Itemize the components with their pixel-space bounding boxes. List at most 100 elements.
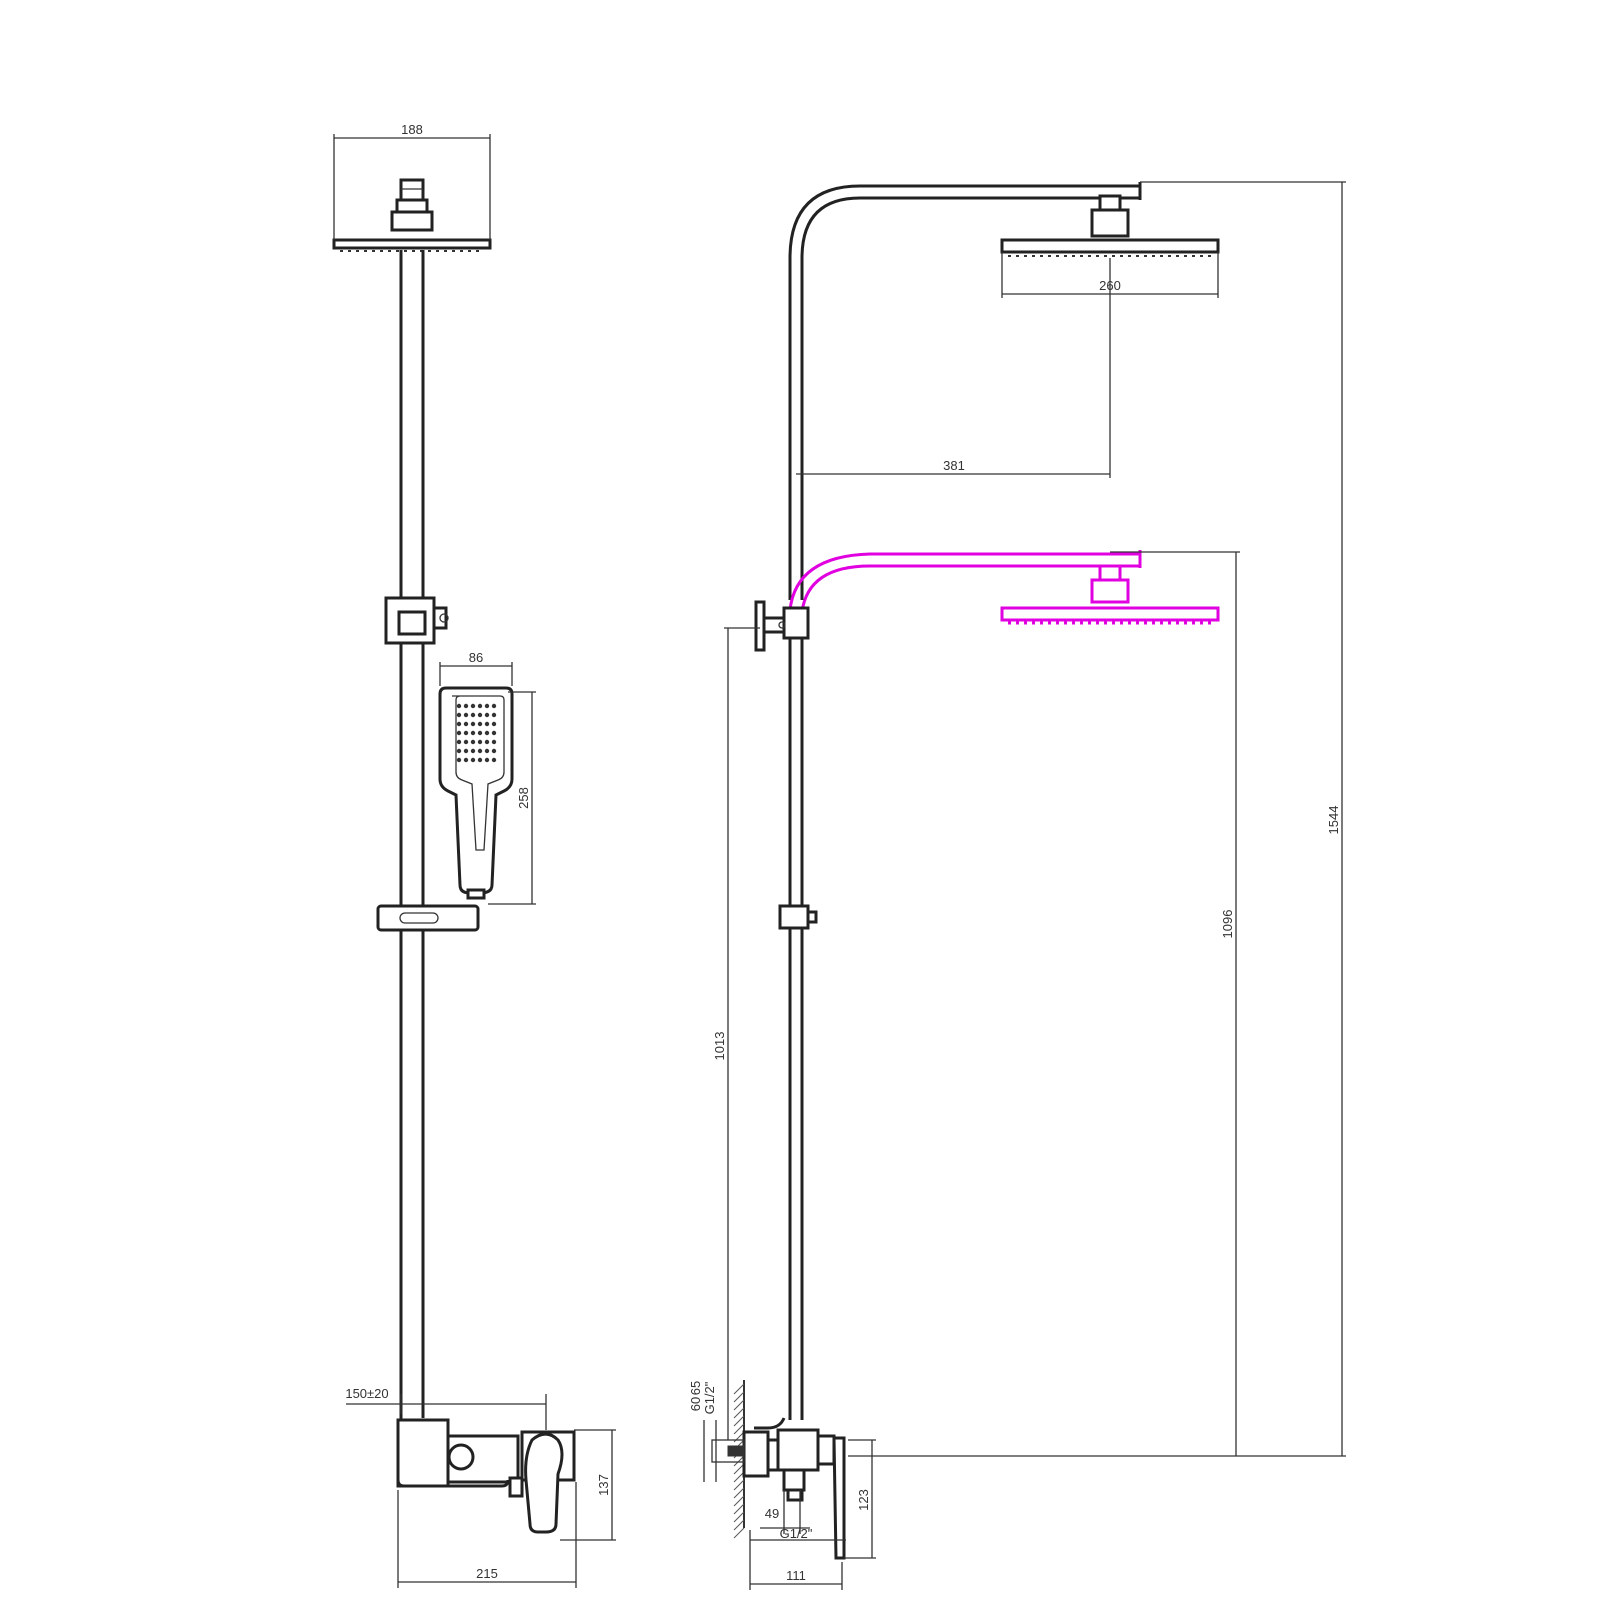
hatch-line: [733, 1527, 745, 1539]
nozzle-dot: [463, 712, 469, 718]
nozzle-dot: [477, 703, 483, 709]
dim-bottom-side: 49 G1/2" 111: [749, 1490, 846, 1590]
nozzle-dot: [456, 712, 462, 718]
dim-86: 86: [469, 650, 483, 665]
side-lower-arm-highlight: [788, 550, 1220, 625]
nozzle-dot: [491, 739, 497, 745]
hatch-line: [733, 1487, 745, 1499]
nozzle-dot: [456, 748, 462, 754]
hatch-line: [733, 1383, 745, 1395]
front-hand-shower: [438, 686, 514, 900]
nozzle-dot: [491, 721, 497, 727]
nozzle-dot: [477, 757, 483, 763]
nozzle-dot: [484, 757, 490, 763]
dim-handshower-width: 86: [439, 650, 513, 686]
nozzle-dot: [456, 757, 462, 763]
nozzle-dot: [456, 739, 462, 745]
nozzle-dot: [463, 730, 469, 736]
nozzle-dot: [470, 721, 476, 727]
nozzle-dot: [484, 703, 490, 709]
dim-handshower-length: 258: [488, 691, 536, 905]
nozzle-dot: [456, 730, 462, 736]
dim-188: 188: [401, 122, 423, 137]
hatch-line: [733, 1407, 745, 1419]
hatch-line: [733, 1495, 745, 1507]
front-riser-pipe: [399, 250, 425, 1418]
side-mixer-valve: [711, 1417, 846, 1560]
nozzle-dot: [477, 748, 483, 754]
hatch-line: [733, 1463, 745, 1475]
dim-wall-small: 60 65 G1/2": [688, 1381, 717, 1482]
hatch-line: [733, 1455, 745, 1467]
dim-150: 150±20: [345, 1386, 388, 1401]
side-overhead-head: [1000, 194, 1220, 257]
side-upper-arm: [788, 182, 1142, 600]
dim-381: 381: [943, 458, 965, 473]
dim-holder-height: 1013: [712, 627, 760, 1440]
front-mixer-valve: [396, 1418, 576, 1534]
dim-front-head-width: 188: [333, 122, 491, 240]
front-overhead-head: [332, 178, 492, 252]
front-upper-bracket: [384, 596, 449, 645]
nozzle-dot: [463, 739, 469, 745]
dim-valve-width: 215: [397, 1482, 577, 1588]
nozzle-dot: [484, 721, 490, 727]
nozzle-dot: [491, 748, 497, 754]
nozzle-dot: [484, 712, 490, 718]
dim-1096: 1096: [1220, 910, 1235, 939]
hatch-line: [733, 1503, 745, 1515]
dim-65: 65: [688, 1381, 703, 1395]
side-diverter: [754, 600, 810, 652]
nozzle-dot: [463, 748, 469, 754]
dim-g12-b: G1/2": [780, 1526, 813, 1541]
hatch-line: [733, 1479, 745, 1491]
hatch-line: [733, 1511, 745, 1523]
dim-g12-a: G1/2": [702, 1381, 717, 1414]
hatch-line: [733, 1399, 745, 1411]
nozzle-dot: [491, 712, 497, 718]
nozzle-dot: [484, 739, 490, 745]
dim-49: 49: [765, 1506, 779, 1521]
nozzle-dot: [470, 739, 476, 745]
hatch-line: [733, 1415, 745, 1427]
dim-137: 137: [596, 1474, 611, 1496]
nozzle-dot: [484, 748, 490, 754]
dim-side-valve-height: 123: [844, 1439, 876, 1559]
dim-60: 60: [688, 1397, 703, 1411]
nozzle-dot: [491, 730, 497, 736]
nozzle-dot: [477, 721, 483, 727]
side-slide-bracket: [778, 904, 818, 930]
nozzle-dot: [491, 757, 497, 763]
dim-arm-projection: 381: [796, 258, 1111, 478]
dim-total-height: 1544: [848, 181, 1346, 1457]
nozzle-dot: [456, 721, 462, 727]
hand-shower-nozzles: [456, 703, 497, 763]
front-view: 188 86: [332, 122, 616, 1588]
hatch-line: [733, 1519, 745, 1531]
wall-hatch: [733, 1383, 745, 1539]
dim-alt-height: 1096: [1110, 551, 1240, 1456]
hatch-line: [733, 1391, 745, 1403]
hatch-line: [733, 1471, 745, 1483]
side-riser-pipe: [788, 636, 804, 1420]
dim-1544: 1544: [1326, 806, 1341, 835]
nozzle-dot: [463, 703, 469, 709]
dim-215: 215: [476, 1566, 498, 1581]
nozzle-dot: [463, 721, 469, 727]
nozzle-dot: [477, 712, 483, 718]
nozzle-dot: [463, 757, 469, 763]
nozzle-dot: [470, 703, 476, 709]
nozzle-dot: [484, 730, 490, 736]
nozzle-dot: [477, 730, 483, 736]
nozzle-dot: [470, 757, 476, 763]
dim-inlet-spacing: 150±20: [345, 1386, 547, 1430]
nozzle-dot: [470, 730, 476, 736]
nozzle-dot: [456, 703, 462, 709]
nozzle-dot: [491, 703, 497, 709]
dim-123: 123: [856, 1489, 871, 1511]
dim-1013: 1013: [712, 1032, 727, 1061]
nozzle-dot: [470, 712, 476, 718]
dim-258: 258: [516, 787, 531, 809]
side-view: 260 381: [688, 181, 1346, 1590]
